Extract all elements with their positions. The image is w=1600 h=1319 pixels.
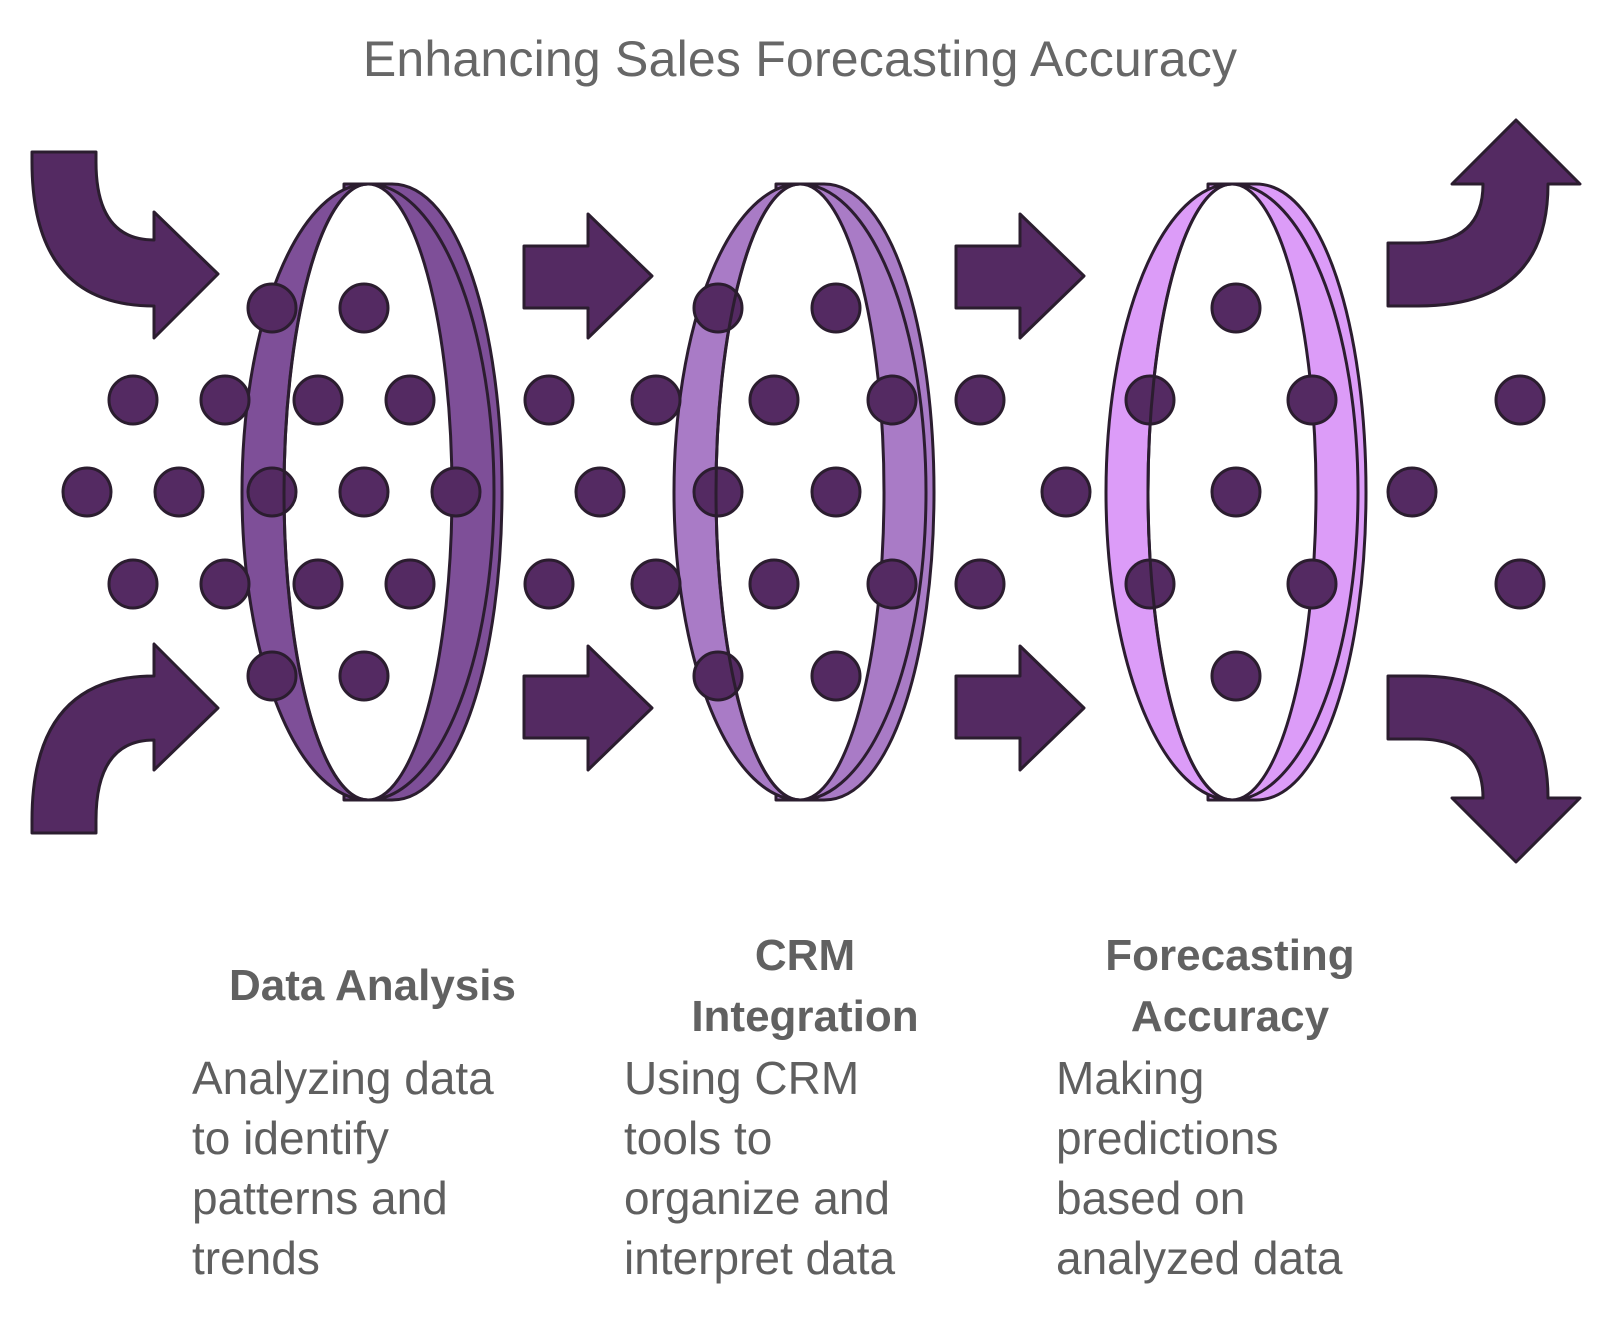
- inflow-arrow-bottom-icon: [30, 642, 220, 835]
- stage-2-description: Using CRM tools to organize and interpre…: [624, 1052, 896, 1284]
- data-dot: [810, 650, 862, 702]
- diagram-title: Enhancing Sales Forecasting Accuracy: [362, 31, 1238, 87]
- data-dot: [692, 466, 744, 518]
- data-dot: [574, 466, 626, 518]
- data-dot: [630, 374, 682, 426]
- data-dot: [748, 558, 800, 610]
- data-dot: [692, 282, 744, 334]
- data-dot: [866, 374, 918, 426]
- stage-1-title: Data Analysis: [229, 961, 516, 1010]
- data-dot: [954, 558, 1006, 610]
- data-dot: [384, 558, 436, 610]
- data-dot: [954, 374, 1006, 426]
- ring-2-front-rim: [714, 182, 801, 802]
- data-dot: [810, 282, 862, 334]
- data-dot: [1286, 374, 1338, 426]
- data-dot: [1210, 282, 1262, 334]
- outflow-arrow-top-icon: [1386, 118, 1582, 308]
- arrow-bottom-2-icon: [954, 644, 1086, 772]
- arrow-top-2-icon: [954, 212, 1086, 340]
- data-dot: [523, 374, 575, 426]
- data-dot: [199, 374, 251, 426]
- data-dot: [107, 558, 159, 610]
- data-dot: [199, 558, 251, 610]
- data-dot: [1386, 466, 1438, 518]
- data-dot: [866, 558, 918, 610]
- data-dot: [246, 282, 298, 334]
- data-dot: [1494, 558, 1546, 610]
- inflow-arrow-top-icon: [30, 150, 220, 340]
- data-dot: [1210, 466, 1262, 518]
- data-dot: [292, 374, 344, 426]
- data-dot: [1286, 558, 1338, 610]
- data-dot: [107, 374, 159, 426]
- ring-3-front-rim: [1146, 182, 1233, 802]
- data-dot: [384, 374, 436, 426]
- data-dot: [1210, 650, 1262, 702]
- data-dot: [61, 466, 113, 518]
- arrow-bottom-1-icon: [522, 644, 654, 772]
- data-dot: [810, 466, 862, 518]
- data-dot: [246, 650, 298, 702]
- data-dot: [748, 374, 800, 426]
- data-dot: [1494, 374, 1546, 426]
- data-dot: [338, 282, 390, 334]
- data-dot: [338, 466, 390, 518]
- data-dot: [292, 558, 344, 610]
- data-dot: [523, 558, 575, 610]
- data-dot: [430, 466, 482, 518]
- stage-2-title: CRM Integration: [691, 931, 919, 1041]
- stage-1-description: Analyzing data to identify patterns and …: [192, 1052, 494, 1284]
- data-dot: [153, 466, 205, 518]
- data-dot: [692, 650, 744, 702]
- data-dot: [338, 650, 390, 702]
- data-dot: [630, 558, 682, 610]
- data-dots: [61, 282, 1546, 702]
- stage-3-title: Forecasting Accuracy: [1105, 931, 1355, 1041]
- outflow-arrow-bottom-icon: [1386, 674, 1582, 864]
- stage-3-description: Making predictions based on analyzed dat…: [1056, 1052, 1343, 1284]
- data-dot: [246, 466, 298, 518]
- filter-diagram: [30, 118, 1582, 864]
- arrow-top-1-icon: [522, 212, 654, 340]
- ring-1-front-rim: [282, 182, 369, 802]
- data-dot: [1040, 466, 1092, 518]
